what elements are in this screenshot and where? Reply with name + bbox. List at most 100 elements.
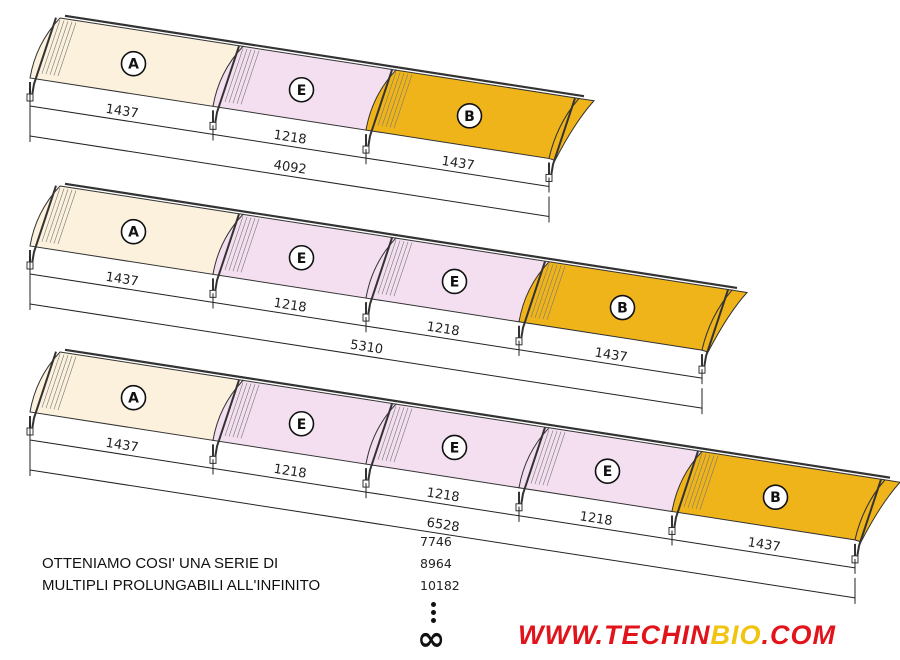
panel-hatch	[53, 355, 73, 410]
panel-dimension-label: 1437	[441, 154, 476, 174]
panel-badge-circle	[288, 76, 315, 103]
dimension-line	[365, 157, 550, 187]
panel-hatch	[385, 407, 405, 461]
panel-hatch	[57, 22, 77, 77]
panel-badge-circle	[762, 484, 789, 511]
panel-hatch	[232, 217, 252, 272]
dimension-line	[29, 105, 214, 135]
panel-badge-label: A	[128, 391, 139, 407]
panel-hatch	[542, 431, 562, 486]
panel-hatch	[224, 216, 244, 271]
dimension-line	[365, 325, 520, 351]
panel-hatch	[240, 218, 260, 273]
panel-badge-circle	[120, 50, 147, 77]
dimension-line	[518, 349, 703, 379]
series-value-3: 10182	[420, 578, 460, 593]
panel-hatch	[546, 266, 566, 320]
panel-hatch	[53, 189, 73, 244]
panel-hatch	[41, 19, 61, 74]
panel-hatch	[381, 406, 401, 461]
caption-line-2: MULTIPLI PROLUNGABILI ALL'INFINITO	[42, 577, 321, 594]
panel-hatch	[393, 242, 413, 297]
panel-hatch	[228, 48, 248, 103]
panel-hatch	[687, 454, 707, 508]
dimension-line	[29, 273, 214, 303]
total-dimension-label: 4092	[273, 158, 308, 178]
panel-badge-circle	[120, 384, 147, 411]
panel-hatch	[228, 382, 248, 437]
panel-hatch	[377, 405, 397, 460]
panel-hatch	[385, 241, 405, 295]
panel-hatch	[538, 430, 558, 485]
panel-badge-circle	[288, 410, 315, 437]
panel-hatch	[240, 50, 260, 105]
caption-line-1: OTTENIAMO COSI' UNA SERIE DI	[42, 555, 279, 572]
panel-hatch	[45, 354, 65, 409]
dimension-line	[212, 301, 367, 327]
continuation-dots	[431, 602, 436, 626]
panel-hatch	[236, 218, 256, 272]
panel-hatch	[57, 356, 77, 411]
panel-dimension-label: 1218	[426, 486, 461, 506]
panel-hatch	[683, 453, 703, 508]
panel-badge-label: A	[128, 225, 139, 241]
total-dimension-label: 5310	[349, 338, 384, 358]
panel-hatch	[534, 430, 554, 485]
panel-hatch	[538, 264, 558, 319]
panel-badge-label: B	[617, 301, 628, 317]
panel-badge-label: E	[450, 274, 460, 290]
panel-dimension-label: 1437	[594, 346, 629, 366]
panel-badge-circle	[120, 218, 147, 245]
panel-hatch	[57, 190, 77, 245]
panel-dimension-label: 1437	[747, 535, 782, 555]
panel-badge-label: A	[128, 57, 139, 73]
panel-dimension-label: 1218	[579, 509, 614, 529]
dimension-line	[29, 439, 214, 469]
panel-hatch	[232, 49, 252, 104]
dimension-line	[212, 467, 367, 493]
panel-hatch	[381, 72, 401, 127]
panel-badge-circle	[441, 434, 468, 461]
panel-hatch	[45, 20, 65, 75]
infinity-symbol: ∞	[417, 619, 446, 659]
panel-hatch	[699, 455, 719, 510]
panel-hatch	[377, 71, 397, 126]
total-dimension-label: 6528	[426, 516, 461, 536]
panel-hatch	[393, 408, 413, 463]
top-rail	[64, 348, 891, 479]
panel-hatch	[240, 384, 260, 439]
panel-dimension-label: 1437	[105, 270, 140, 290]
panel-badge-label: E	[450, 440, 460, 456]
panel-hatch	[393, 74, 413, 129]
panel-dimension-label: 1437	[105, 436, 140, 456]
panel-hatch	[691, 454, 711, 509]
panel-hatch	[389, 241, 409, 296]
dimension-line	[518, 515, 673, 541]
panel-dimension-label: 1218	[273, 296, 308, 316]
panel-hatch	[49, 189, 69, 243]
panel-hatch	[224, 48, 244, 103]
series-value-1: 7746	[420, 534, 452, 549]
dimension-line	[365, 491, 520, 517]
panel-hatch	[53, 21, 73, 76]
panel-hatch	[695, 455, 715, 510]
panel-hatch	[385, 73, 405, 127]
series-value-2: 8964	[420, 556, 452, 571]
panel-badge-label: E	[297, 83, 307, 99]
panel-hatch	[224, 382, 244, 437]
panel-hatch	[377, 239, 397, 294]
panel-hatch	[542, 265, 562, 320]
top-rail	[64, 14, 585, 98]
panel-hatch	[389, 407, 409, 462]
panel-dimension-label: 1218	[426, 320, 461, 340]
dimension-line	[671, 539, 856, 569]
panel-dimension-label: 1218	[273, 128, 308, 148]
dimension-line	[212, 133, 367, 159]
panel-hatch	[45, 188, 65, 243]
panel-hatch	[41, 187, 61, 242]
panel-hatch	[389, 73, 409, 128]
